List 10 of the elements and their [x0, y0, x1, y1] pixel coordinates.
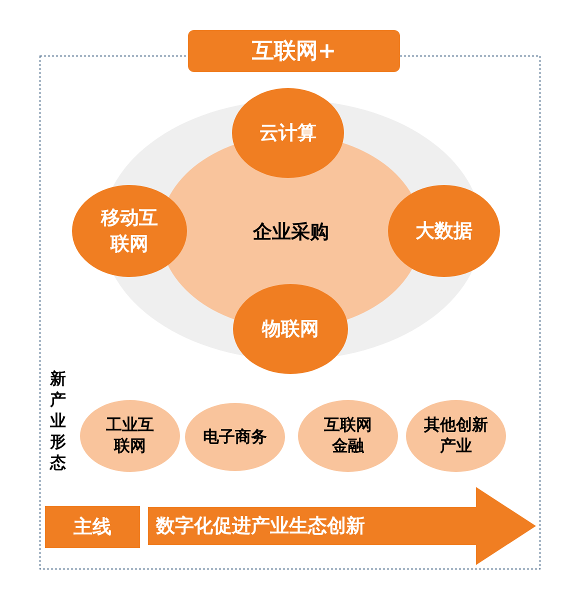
- center-label: 企业采购: [240, 212, 342, 252]
- process-box: 主线: [45, 506, 140, 548]
- ellipse-node: 互联网金融: [298, 400, 398, 472]
- ellipse-node: 其他创新产业: [406, 400, 506, 472]
- side-label: 新产业形态: [50, 368, 67, 473]
- title-banner: 互联网+: [188, 30, 400, 72]
- ellipse-node: 电子商务: [185, 403, 285, 471]
- ellipse-node: 工业互联网: [80, 400, 180, 472]
- arrow-shape: 数字化促进产业生态创新: [148, 487, 536, 565]
- circle-node: 移动互联网: [72, 185, 187, 277]
